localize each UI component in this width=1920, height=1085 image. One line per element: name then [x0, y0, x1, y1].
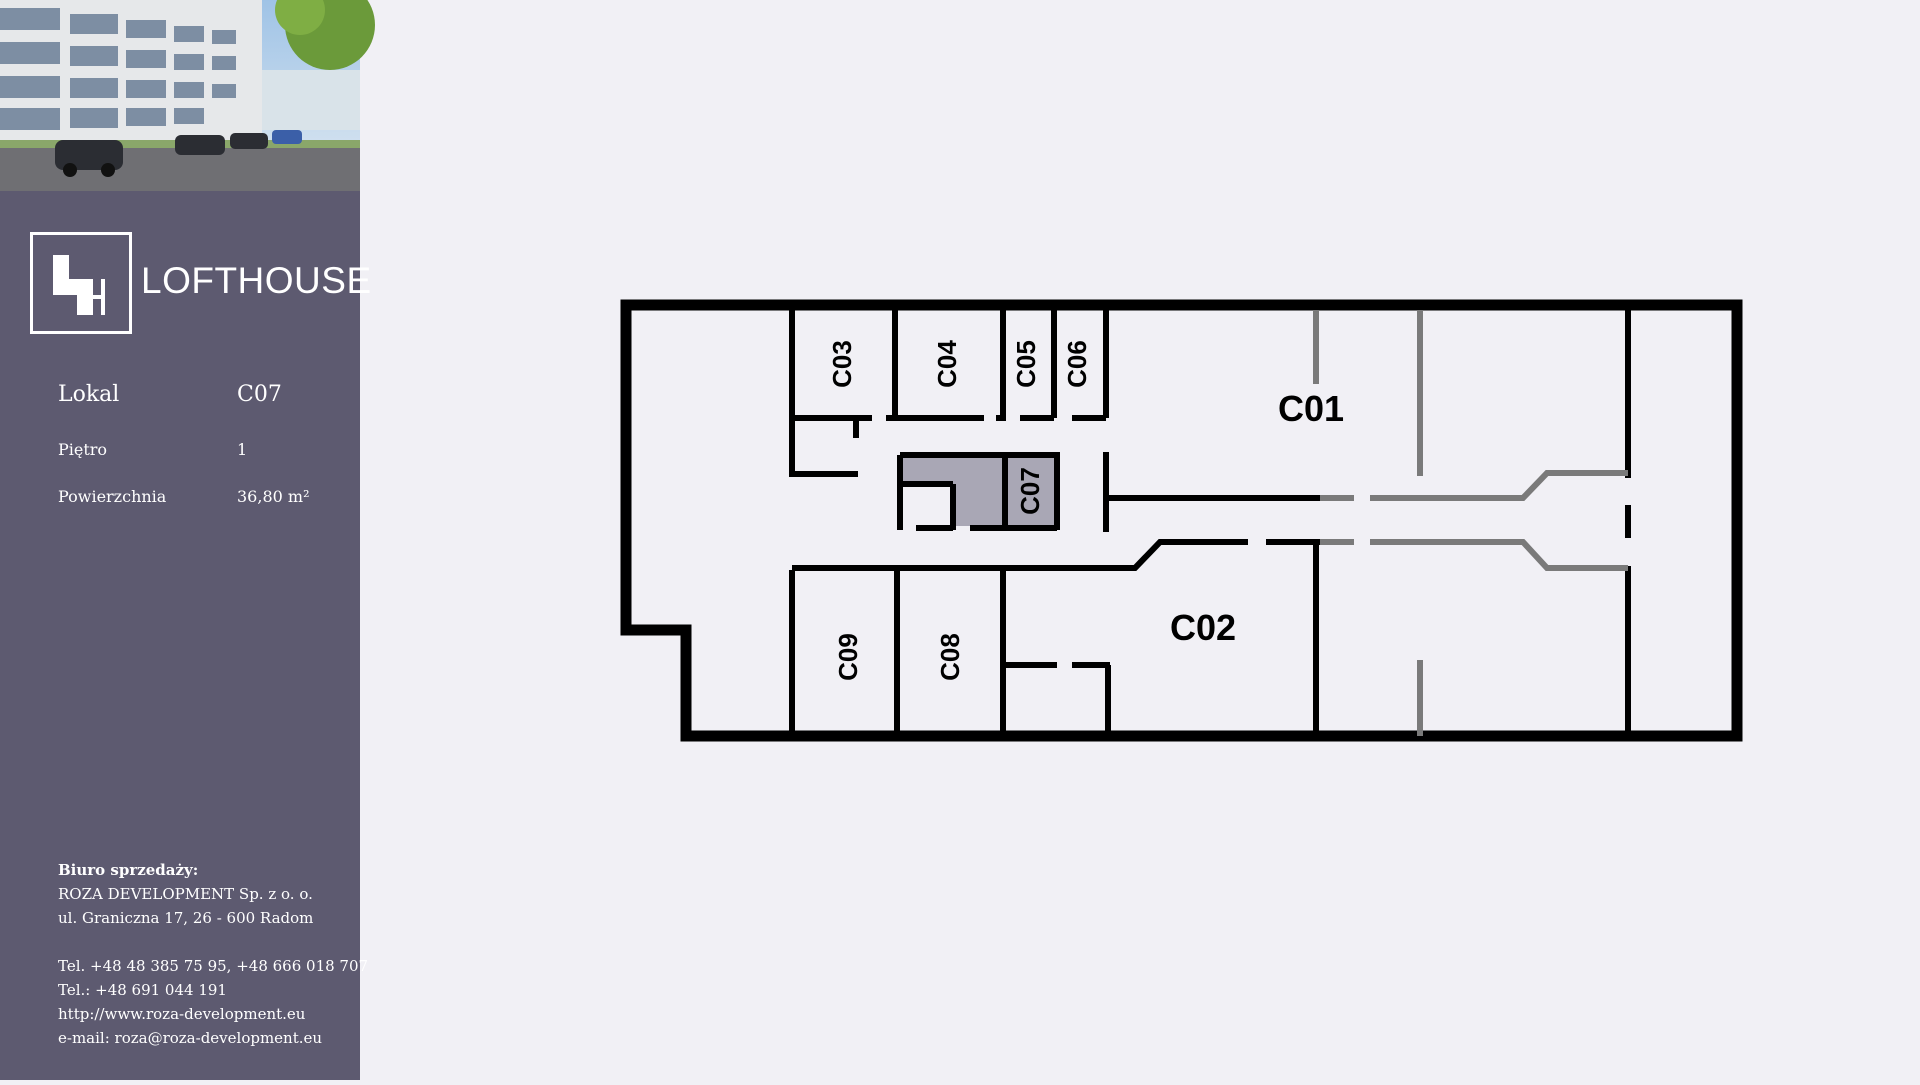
- sales-office-contact: Biuro sprzedaży: ROZA DEVELOPMENT Sp. z …: [58, 858, 369, 1050]
- logo-mark-icon: [30, 232, 132, 334]
- room-label-c02[interactable]: C02: [1170, 607, 1236, 648]
- interior-walls: [789, 310, 1631, 736]
- room-label-c07[interactable]: C07: [1015, 467, 1045, 515]
- contact-phone-secondary[interactable]: Tel.: +48 691 044 191: [58, 981, 227, 999]
- floor-value: 1: [237, 440, 248, 459]
- room-label-c03[interactable]: C03: [827, 340, 857, 388]
- contact-phone-primary[interactable]: Tel. +48 48 385 75 95, +48 666 018 707: [58, 957, 369, 975]
- contact-email-link[interactable]: e-mail: roza@roza-development.eu: [58, 1029, 323, 1047]
- unit-label: Lokal: [58, 382, 120, 407]
- room-label-c05[interactable]: C05: [1011, 340, 1041, 388]
- unit-value: C07: [237, 382, 282, 407]
- logo-text: LOFTHOUSE: [141, 260, 372, 301]
- partition-walls: [1313, 310, 1628, 736]
- area-value: 36,80 m²: [237, 487, 310, 506]
- contact-website-link[interactable]: http://www.roza-development.eu: [58, 1005, 306, 1023]
- contact-spacer: [58, 930, 358, 954]
- unit-c07-highlight[interactable]: [900, 455, 1057, 526]
- sidebar: LOFTHOUSE Lokal C07 Piętro 1 Powierzchni…: [0, 0, 375, 1080]
- contact-company: ROZA DEVELOPMENT Sp. z o. o.: [58, 885, 313, 903]
- room-label-c08[interactable]: C08: [935, 633, 965, 681]
- floor-plan: C01 C02 C03 C04 C05 C06 C07 C08 C09: [360, 0, 1920, 1080]
- contact-address: ul. Graniczna 17, 26 - 600 Radom: [58, 909, 314, 927]
- building-photo: [0, 0, 375, 191]
- room-label-c01[interactable]: C01: [1278, 388, 1344, 429]
- contact-heading: Biuro sprzedaży:: [58, 861, 199, 879]
- area-label: Powierzchnia: [58, 487, 167, 506]
- room-label-c09[interactable]: C09: [833, 633, 863, 681]
- room-label-c04[interactable]: C04: [932, 340, 962, 388]
- lofthouse-logo: LOFTHOUSE: [30, 232, 371, 334]
- outer-walls: [620, 299, 1743, 742]
- room-label-c06[interactable]: C06: [1062, 340, 1092, 388]
- floor-label: Piętro: [58, 440, 108, 459]
